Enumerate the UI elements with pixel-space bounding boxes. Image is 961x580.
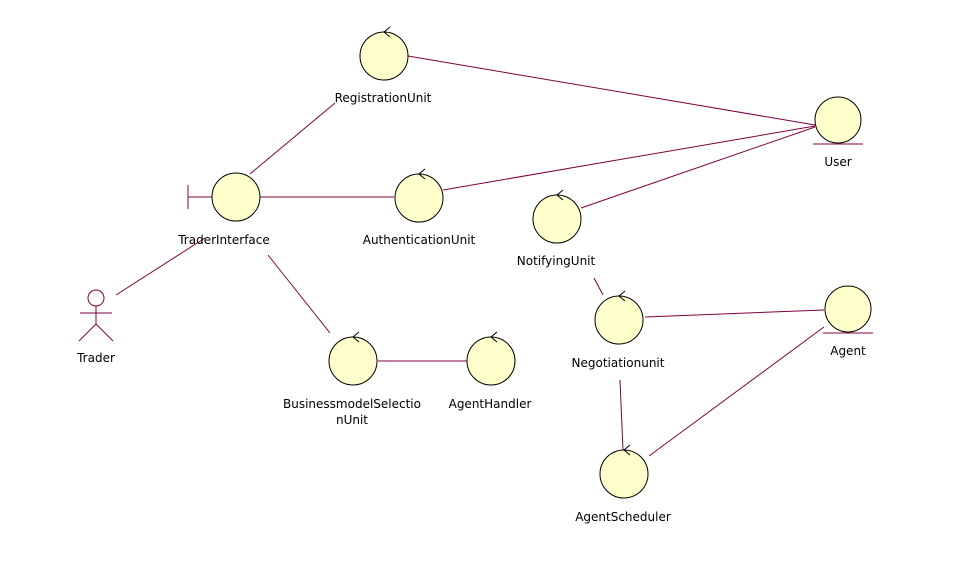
- agent-node[interactable]: Agent: [823, 285, 873, 358]
- actor-right-leg-icon: [95, 323, 114, 342]
- notifying-unit-node[interactable]: NotifyingUnit: [517, 189, 596, 268]
- control-circle: [594, 295, 644, 345]
- businessmodel-selection-unit-node[interactable]: BusinessmodelSelectio nUnit: [283, 331, 421, 427]
- authentication-unit-label: AuthenticationUnit: [363, 233, 476, 247]
- businessmodel-selection-unit-label-line1: BusinessmodelSelectio: [283, 397, 421, 411]
- trader-actor-node[interactable]: Trader: [76, 289, 115, 365]
- actor-left-leg-icon: [78, 323, 97, 342]
- registration-unit-label: RegistrationUnit: [335, 91, 432, 105]
- actor-head-icon: [87, 289, 105, 307]
- entity-circle: [824, 285, 872, 333]
- agent-scheduler-label: AgentScheduler: [575, 510, 671, 524]
- control-circle: [466, 336, 516, 386]
- control-arrowhead-icon: [352, 331, 360, 343]
- user-node[interactable]: User: [813, 96, 863, 169]
- notifying-unit-label: NotifyingUnit: [517, 254, 596, 268]
- link-negotiation-agent[interactable]: [644, 309, 825, 318]
- link-authentication-user[interactable]: [442, 125, 816, 191]
- authentication-unit-node[interactable]: AuthenticationUnit: [363, 168, 476, 247]
- trader-interface-node[interactable]: TraderInterface: [177, 172, 270, 247]
- agent-handler-node[interactable]: AgentHandler: [449, 331, 532, 411]
- link-trader-interface[interactable]: [115, 237, 206, 296]
- agent-scheduler-node[interactable]: AgentScheduler: [575, 444, 671, 524]
- link-interface-registration[interactable]: [249, 102, 336, 175]
- link-agent-scheduler[interactable]: [648, 326, 825, 457]
- control-arrowhead-icon: [383, 26, 391, 38]
- entity-circle: [814, 96, 862, 144]
- link-notifying-negotiation[interactable]: [593, 277, 604, 296]
- boundary-circle: [211, 172, 261, 222]
- association-lines: [115, 55, 825, 457]
- control-arrowhead-icon: [623, 444, 631, 456]
- trader-label: Trader: [76, 351, 115, 365]
- control-circle: [394, 173, 444, 223]
- control-circle: [599, 449, 649, 499]
- control-circle: [532, 194, 582, 244]
- businessmodel-selection-unit-label-line2: nUnit: [336, 413, 368, 427]
- control-arrowhead-icon: [618, 290, 626, 302]
- agent-handler-label: AgentHandler: [449, 397, 532, 411]
- control-arrowhead-icon: [490, 331, 498, 343]
- user-label: User: [824, 155, 851, 169]
- link-notifying-user[interactable]: [580, 126, 816, 209]
- registration-unit-node[interactable]: RegistrationUnit: [335, 26, 432, 105]
- control-circle: [359, 31, 409, 81]
- link-negotiation-scheduler[interactable]: [619, 379, 624, 451]
- trader-interface-label: TraderInterface: [177, 233, 270, 247]
- link-interface-businessmodel[interactable]: [267, 254, 331, 334]
- control-arrowhead-icon: [418, 168, 426, 180]
- agent-label: Agent: [830, 344, 866, 358]
- negotiation-unit-label: Negotiationunit: [572, 356, 665, 370]
- control-arrowhead-icon: [556, 189, 564, 201]
- link-registration-user[interactable]: [407, 55, 816, 126]
- negotiation-unit-node[interactable]: Negotiationunit: [572, 290, 665, 370]
- control-circle: [328, 336, 378, 386]
